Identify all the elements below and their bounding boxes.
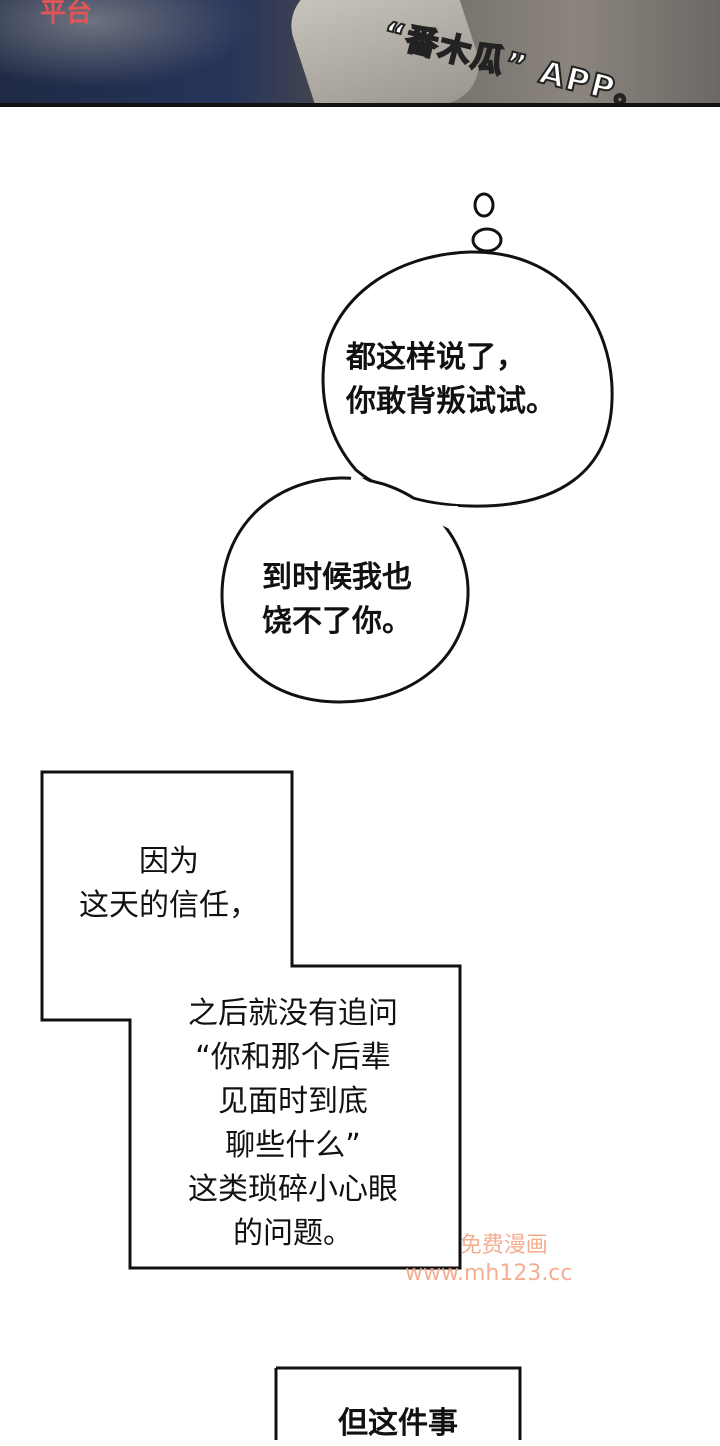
thought-dot-medium	[471, 227, 503, 253]
panel-bottom-border	[0, 103, 720, 107]
narration-first-text: 因为 这天的信任，	[79, 844, 259, 923]
narration-second-text: 之后就没有追问 “你和那个后辈 见面时到底 聊些什么” 这类琐碎小心眼 的问题。	[188, 996, 398, 1251]
bubble-join-cover	[350, 472, 458, 530]
site-watermark-line1: 免费漫画	[459, 1233, 548, 1258]
narration-box-outline	[40, 770, 462, 1270]
top-comic-panel: 平台 “番木瓜” APP。	[0, 0, 720, 106]
thought-bubble-upper-text: 都这样说了， 你敢背叛试试。	[346, 340, 556, 419]
watermark-top-left: 平台	[40, 0, 93, 28]
site-watermark: 免费漫画 www.mh123.cc	[405, 1232, 573, 1288]
bottom-box-outline	[274, 1366, 522, 1440]
thought-dot-small	[473, 192, 495, 218]
thought-bubble-lower-text: 到时候我也 饶不了你。	[262, 560, 412, 639]
bottom-box-text: 但这件事	[338, 1406, 458, 1441]
panel-cloth-shading	[0, 0, 300, 106]
site-watermark-line2: www.mh123.cc	[405, 1261, 573, 1286]
thought-bubble-lower	[220, 476, 470, 704]
thought-bubble-upper	[321, 250, 614, 508]
